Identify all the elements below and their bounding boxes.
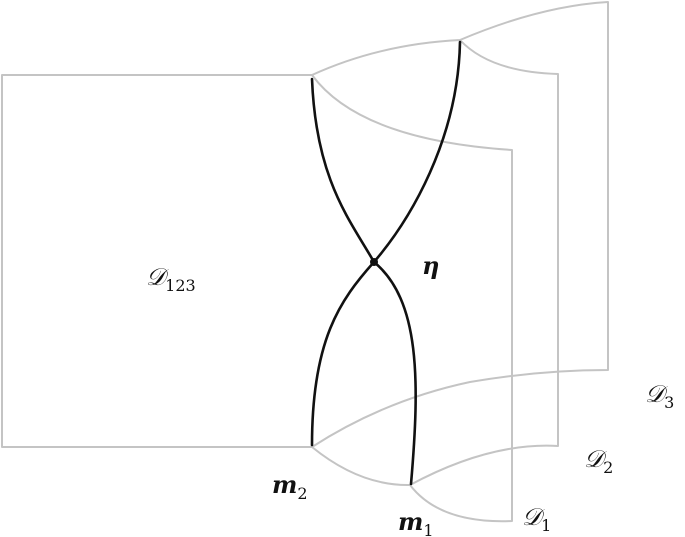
sheet-d1 <box>311 74 513 523</box>
label-m1: m1 <box>398 507 434 537</box>
label-d3: 𝒟3 <box>645 380 674 412</box>
label-m2: m2 <box>272 470 308 503</box>
curve-lower-right <box>372 260 417 486</box>
label-eta: η <box>422 251 439 280</box>
curve-lower-left <box>310 260 376 447</box>
label-d123: 𝒟123 <box>146 263 196 295</box>
sheet-d123 <box>1 74 312 448</box>
label-d2: 𝒟2 <box>584 445 613 477</box>
sheet-d3 <box>311 1 609 448</box>
curve-upper-left <box>310 77 376 264</box>
label-d1: 𝒟1 <box>522 503 551 535</box>
curve-upper-right <box>372 40 462 264</box>
sheet-d2 <box>311 39 559 487</box>
junction-point <box>370 258 378 266</box>
